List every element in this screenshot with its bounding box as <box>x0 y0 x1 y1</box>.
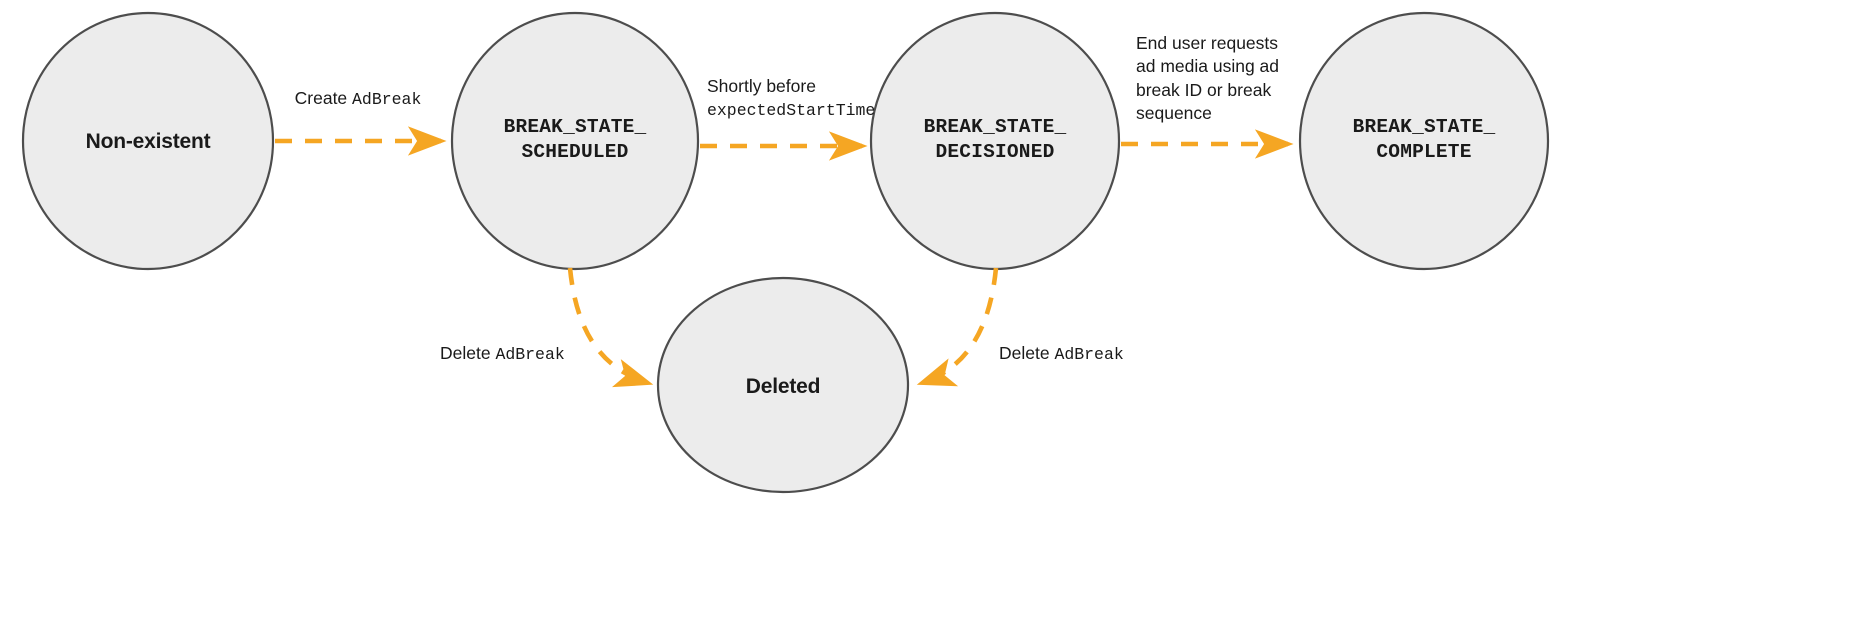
node-deleted[interactable] <box>656 276 910 494</box>
edge-delete-adbreak-from-decisioned <box>916 267 999 387</box>
node-break-state-complete[interactable] <box>1298 11 1550 271</box>
node-break-state-decisioned[interactable] <box>869 11 1121 271</box>
node-break-state-scheduled[interactable] <box>450 11 700 271</box>
node-non-existent[interactable] <box>21 11 275 271</box>
edge-delete-adbreak-from-scheduled <box>567 267 654 388</box>
